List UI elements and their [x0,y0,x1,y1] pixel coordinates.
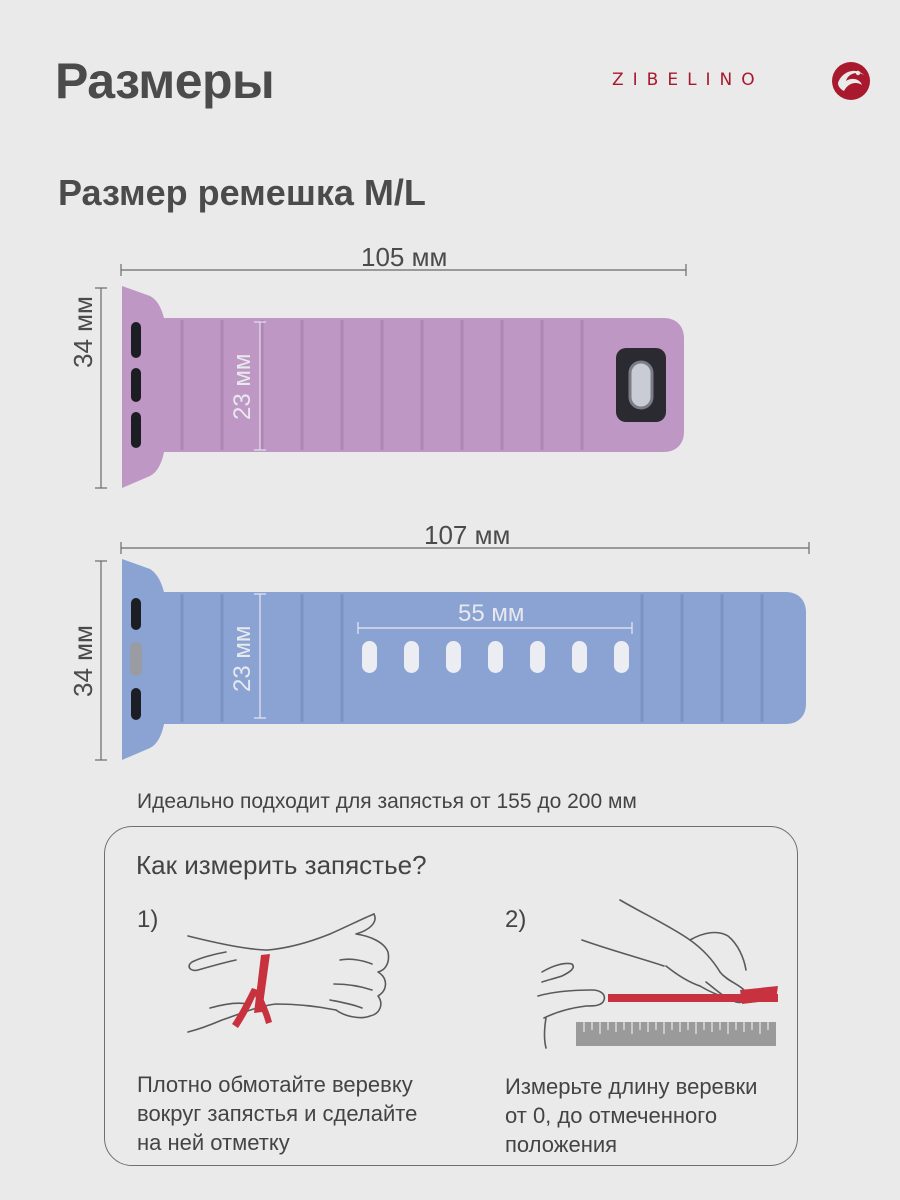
strap-bottom [122,559,806,760]
step-2-number: 2) [505,906,527,933]
strap-top [122,286,684,488]
strap-bottom-holes-span-label: 55 мм [458,600,525,627]
wrist-fit-text: Идеально подходит для запястья от 155 до… [137,790,637,813]
strap-top-dimension-lines [95,264,687,489]
step-1-number: 1) [137,906,159,933]
strap-bottom-length-label: 107 мм [424,520,511,550]
ruler-icon [576,1022,776,1046]
step-1-description: Плотно обмотайте веревку вокруг запястья… [137,1072,418,1155]
ruler-measure-illustration [537,899,747,1049]
brand-wordmark: ZIBELINO [612,70,764,90]
step-2-description: Измерьте длину веревки от 0, до отмеченн… [505,1074,758,1157]
measuring-string-straight [608,994,778,1002]
how-to-measure-panel [104,826,798,1166]
wrist-wrap-illustration [187,913,390,1033]
measuring-string-loop [232,954,272,1028]
page-title: Размеры [55,53,275,109]
section-subtitle: Размер ремешка M/L [58,172,426,213]
strap-top-length-label: 105 мм [361,242,448,272]
how-to-title: Как измерить запястье? [136,850,427,880]
strap-bottom-dimension-lines [95,542,810,761]
brand-logo-icon [832,62,870,100]
